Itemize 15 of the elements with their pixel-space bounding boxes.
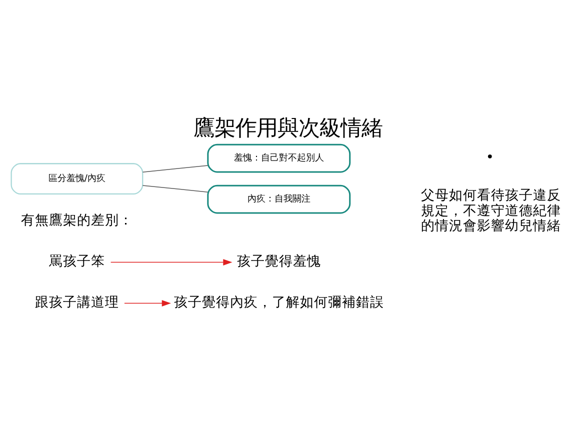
arrow [124, 300, 171, 306]
label: 有無鷹架的差別： [20, 212, 133, 229]
node-text: 跟孩子講道理 [34, 294, 119, 311]
connector [142, 165, 208, 173]
node-text: 孩子覺得羞愧 [236, 254, 321, 270]
node-box: 區分羞愧/內疚 [10, 163, 144, 195]
node-text: 罵孩子笨 [48, 254, 105, 270]
node-box: 羞愧：自己對不起別人 [207, 144, 351, 173]
diagram-title: 鷹架作用與次級情緒 [194, 116, 382, 142]
arrow [110, 259, 232, 266]
node-text: 孩子覺得內疚，了解如何彌補錯誤 [174, 294, 384, 311]
node-box: 內疚：自我關注 [207, 184, 351, 214]
label: 父母如何看待孩子違反規定，不遵守道德紀律的情況會影響幼兒情緒 [421, 188, 562, 234]
connector [142, 185, 208, 192]
label: • [486, 150, 494, 166]
